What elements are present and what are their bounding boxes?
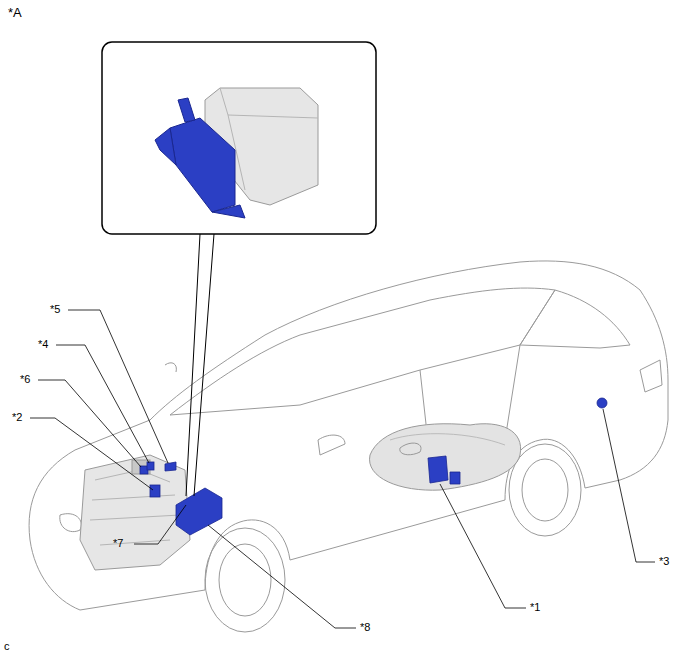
rear-sensor (597, 398, 607, 408)
rear-window (520, 290, 630, 348)
leader-lines (30, 310, 655, 628)
antenna (165, 363, 176, 372)
fuel-pump (428, 456, 448, 483)
rear-wheel (509, 444, 581, 536)
inset-ecu (155, 98, 245, 218)
fuel-tank (370, 424, 521, 490)
callout-number: *8 (360, 622, 370, 633)
callout-number: *3 (659, 556, 669, 567)
callout-number: *7 (113, 538, 123, 549)
engine-sensor (150, 485, 160, 497)
window-line (170, 288, 555, 415)
inset-pointer (186, 234, 214, 496)
callout-number: *6 (20, 374, 30, 385)
callout-number: *4 (38, 339, 48, 350)
callout-number: *5 (50, 304, 60, 315)
view-letter: *A (8, 6, 22, 19)
callout-number: *2 (12, 412, 22, 423)
tail-light (640, 360, 662, 392)
callout-number: *1 (530, 602, 540, 613)
engine-part-5 (165, 462, 176, 471)
engine (80, 455, 190, 570)
rear-wheel-rim (522, 459, 568, 521)
car-body (29, 261, 668, 610)
figure-code: c (4, 641, 10, 652)
engine-ecu (176, 488, 222, 535)
fuel-sender (450, 472, 460, 484)
engine-part-4 (147, 462, 154, 470)
headlight (60, 514, 82, 532)
front-wheel (205, 528, 285, 632)
mirror (318, 435, 345, 455)
inset-frame (102, 42, 376, 234)
